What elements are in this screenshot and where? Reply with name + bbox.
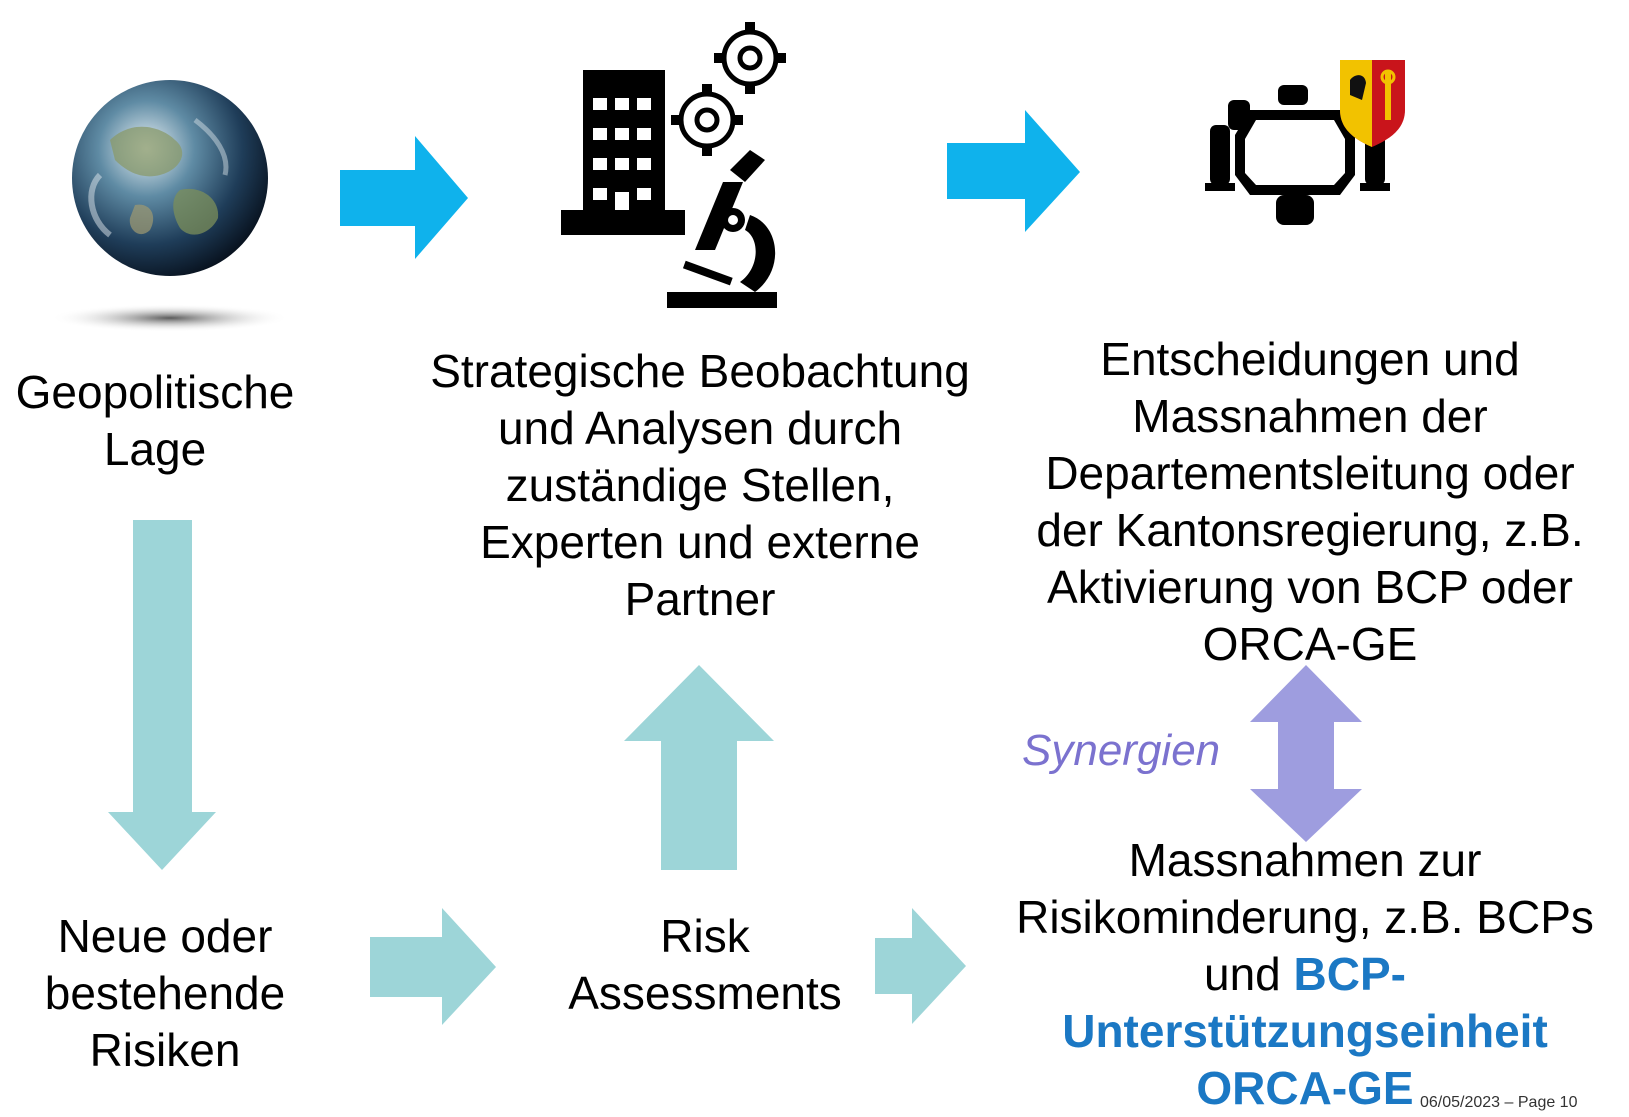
node-geo-label: Geopolitische Lage <box>0 364 310 478</box>
node-decisions-line4: der Kantonsregierung, z.B. <box>1036 504 1584 556</box>
node-measures-label: Massnahmen zur Risikominderung, z.B. BCP… <box>985 832 1625 1117</box>
node-strategic-label: Strategische Beobachtung und Analysen du… <box>410 343 990 628</box>
node-assessment-line2: Assessments <box>568 967 842 1019</box>
synergy-label: Synergien <box>1022 726 1221 775</box>
node-strategic-line4: Experten und externe <box>480 516 920 568</box>
arrow-geo-to-strategic <box>340 136 468 259</box>
arrow-strategic-to-decisions <box>947 110 1080 232</box>
arrow-geo-to-risks <box>108 520 216 870</box>
node-measures-line3-prefix: und <box>1204 948 1294 1000</box>
node-strategic-line2: und Analysen durch <box>497 402 903 454</box>
conference-table-coat-of-arms-icon <box>1205 60 1405 225</box>
node-assessment-line1: Risk <box>660 910 750 962</box>
node-strategic-line5: Partner <box>624 573 776 625</box>
node-decisions-line3: Departementsleitung oder <box>1045 447 1575 499</box>
node-risks-line3: Risiken <box>89 1024 241 1076</box>
node-decisions-label: Entscheidungen und Massnahmen der Depart… <box>990 331 1629 673</box>
footer-date-page: 06/05/2023 – Page 10 <box>1420 1094 1578 1111</box>
node-geo-line2: Lage <box>103 423 207 475</box>
node-risks-line2: bestehende <box>44 967 286 1019</box>
node-decisions-line6: ORCA-GE <box>1202 618 1418 670</box>
node-risks-line1: Neue oder <box>57 910 273 962</box>
node-measures-line4: Unterstützungseinheit <box>1062 1005 1548 1057</box>
arrow-synergy-double <box>1250 665 1362 842</box>
node-measures-line2: Risikominderung, z.B. BCPs <box>1016 891 1594 943</box>
building-gears-microscope-icon <box>561 22 786 308</box>
globe-icon <box>50 80 290 332</box>
node-measures-line3-highlight: BCP- <box>1293 948 1406 1000</box>
arrow-risks-to-assessment <box>370 908 496 1025</box>
node-geo-line1: Geopolitische <box>15 366 295 418</box>
node-measures-line1: Massnahmen zur <box>1128 834 1482 886</box>
node-assessment-label: Risk Assessments <box>540 908 870 1022</box>
node-decisions-line1: Entscheidungen und <box>1100 333 1520 385</box>
node-risks-label: Neue oder bestehende Risiken <box>0 908 330 1079</box>
node-strategic-line1: Strategische Beobachtung <box>430 345 970 397</box>
node-decisions-line5: Aktivierung von BCP oder <box>1047 561 1573 613</box>
node-strategic-line3: zuständige Stellen, <box>505 459 895 511</box>
node-decisions-line2: Massnahmen der <box>1132 390 1488 442</box>
arrow-assessment-to-strategic <box>624 665 774 870</box>
node-measures-line5: ORCA-GE <box>1196 1062 1414 1114</box>
node-measures-line3: und BCP- <box>985 946 1625 1003</box>
arrow-assessment-to-measures <box>875 908 966 1024</box>
